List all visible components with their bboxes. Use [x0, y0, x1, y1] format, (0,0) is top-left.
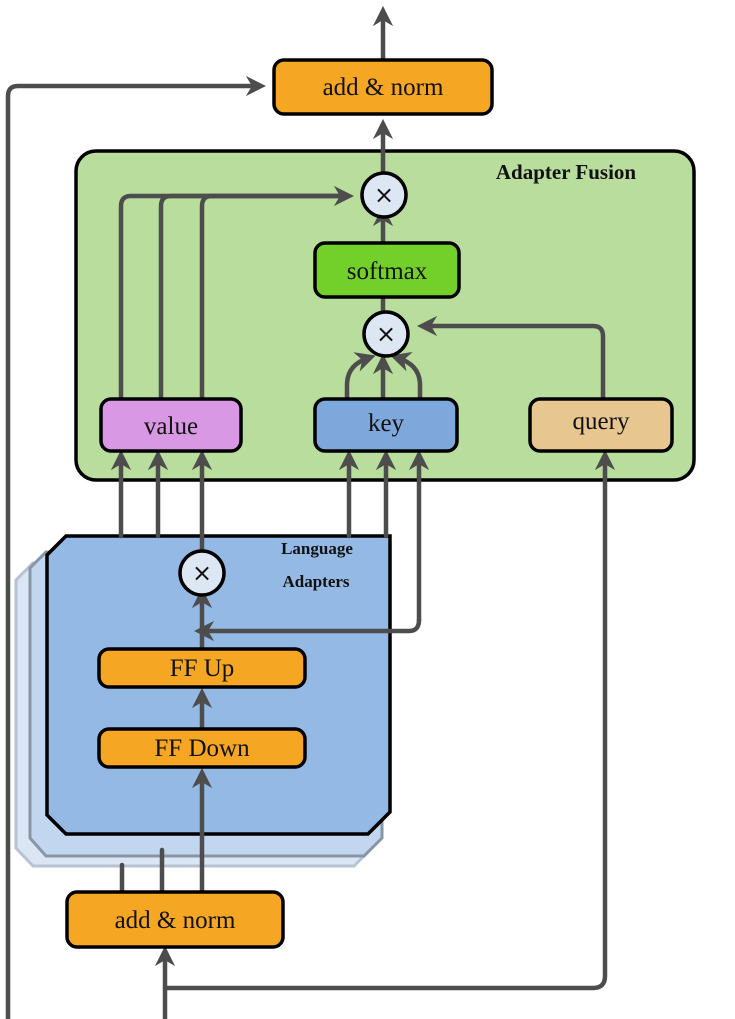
- query-box: query: [528, 397, 674, 453]
- softmax-label: softmax: [347, 258, 428, 285]
- value-box: value: [99, 397, 243, 453]
- value-label: value: [144, 413, 198, 440]
- adapter-fusion-title: Adapter Fusion: [496, 160, 637, 184]
- adapter-multiply-node: ×: [178, 549, 226, 597]
- query-label: query: [573, 408, 630, 435]
- language-adapters-title-line1: Language: [281, 539, 353, 558]
- ff-down-label: FF Down: [154, 735, 250, 762]
- fusion-output-multiply-symbol: ×: [374, 181, 394, 209]
- fusion-output-multiply-node: ×: [360, 171, 408, 219]
- language-adapters-title-line2: Adapters: [282, 572, 349, 591]
- softmax-box: softmax: [313, 241, 461, 299]
- adapter-multiply-symbol: ×: [192, 559, 212, 587]
- ff-down-box: FF Down: [97, 727, 307, 769]
- bottom-add-norm-box: add & norm: [65, 890, 285, 949]
- key-label: key: [368, 410, 405, 437]
- edges: [5, 5, 616, 1019]
- bottom-add-norm-label: add & norm: [115, 907, 236, 934]
- ff-up-label: FF Up: [170, 655, 235, 682]
- key-box: key: [313, 397, 459, 453]
- attention-multiply-symbol: ×: [376, 320, 396, 348]
- top-add-norm-label: add & norm: [323, 74, 444, 101]
- ff-up-box: FF Up: [97, 647, 307, 689]
- attention-multiply-node: ×: [362, 310, 410, 358]
- top-add-norm-box: add & norm: [272, 58, 494, 116]
